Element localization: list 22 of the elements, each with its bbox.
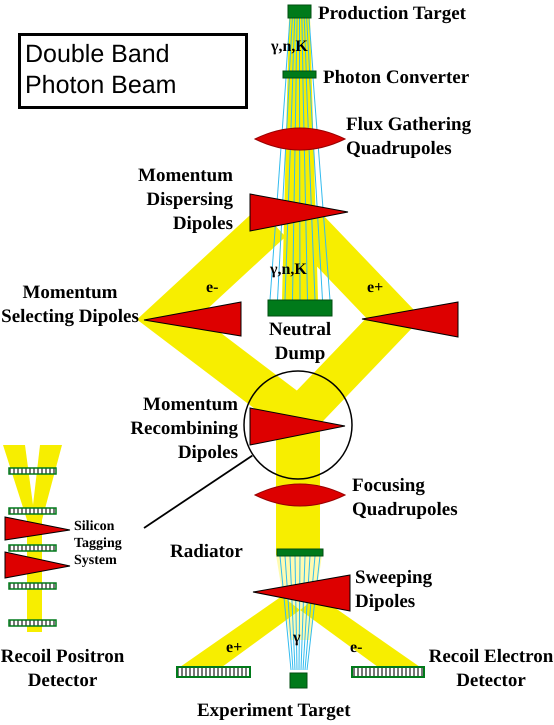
particle-label: e- <box>206 278 220 298</box>
component-label: Flux Gathering Quadrupoles <box>346 113 472 161</box>
component-label: Radiator <box>170 540 244 564</box>
component-label: Momentum Recombining Dipoles <box>129 393 238 465</box>
component-label: Experiment Target <box>197 699 352 723</box>
component-label: Recoil Electron Detector <box>428 645 554 693</box>
particle-label: γ,n,K <box>271 37 309 57</box>
callout-label: Silicon Tagging System <box>74 518 144 569</box>
component-label: Production Target <box>318 2 467 26</box>
title: Double Band Photon Beam <box>18 33 248 109</box>
component-label: Recoil Positron Detector <box>0 645 125 693</box>
component-label: Focusing Quadrupoles <box>352 474 459 522</box>
component-label: Neutral Dump <box>268 318 332 366</box>
leader-line <box>144 454 253 529</box>
particle-label: e+ <box>226 638 244 658</box>
particle-label: e+ <box>367 278 384 298</box>
component-label: Momentum Dispersing Dipoles <box>137 164 233 236</box>
highlight-circle <box>243 370 353 480</box>
component-label: Photon Converter <box>323 66 470 90</box>
component-label: Sweeping Dipoles <box>355 566 434 614</box>
particle-label: e- <box>350 638 364 658</box>
component-label: Momentum Selecting Dipoles <box>0 281 140 329</box>
